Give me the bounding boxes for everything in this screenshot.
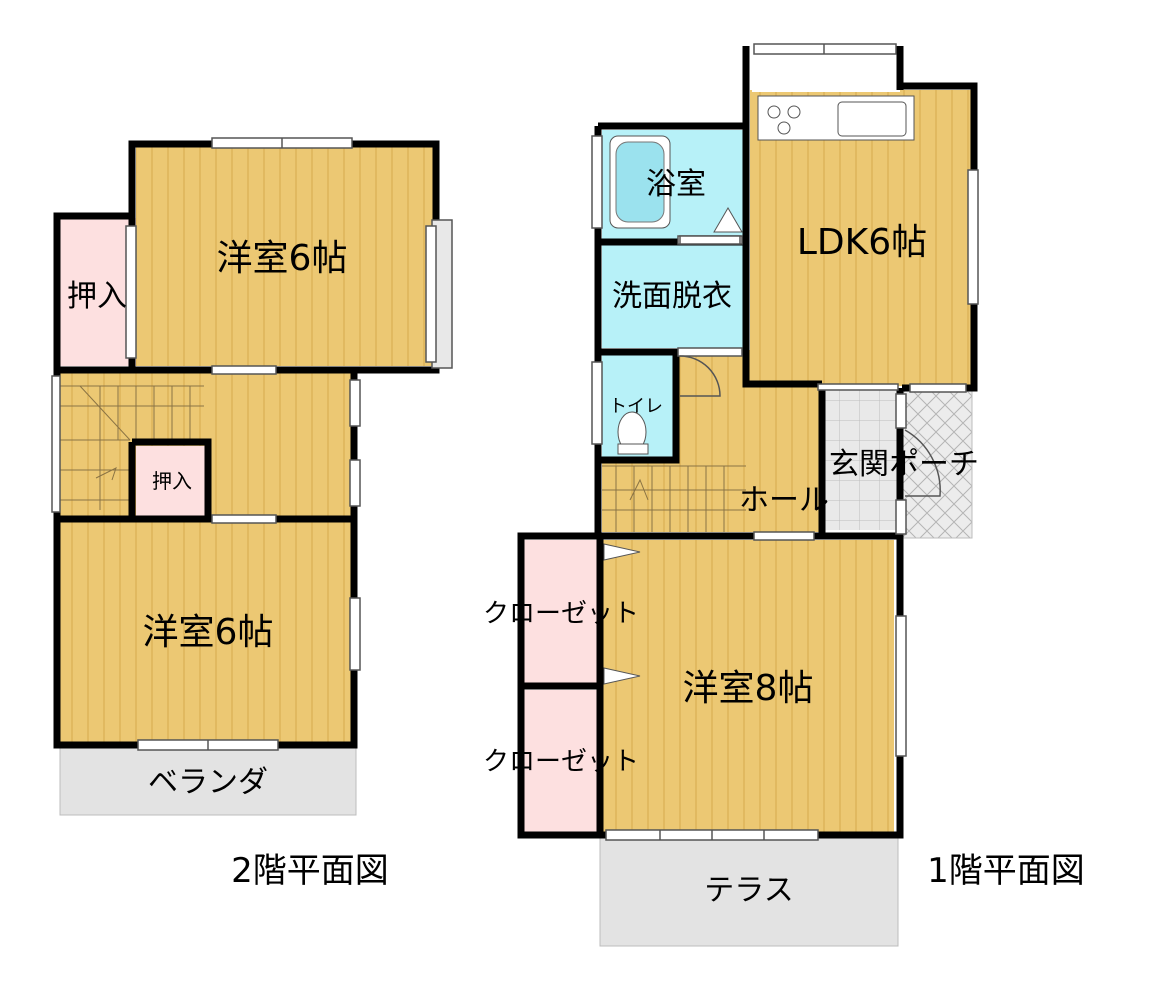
stairs-lower [602, 465, 746, 532]
stairs-upper [60, 385, 204, 510]
entrance-door-swing [904, 429, 941, 497]
sink-icon [837, 101, 907, 137]
bedroom-8-floor [602, 540, 894, 832]
room-label-closet-small: 押入 [152, 469, 192, 493]
room-label-balcony: ベランダ [148, 765, 268, 800]
room-label-bath: 浴室 [646, 167, 706, 202]
windows-1f [591, 43, 979, 841]
room-label-bedroom-top: 洋室6帖 [217, 238, 348, 279]
closet-2-floor [524, 690, 600, 832]
caption-floor2: 2階平面図 [231, 851, 389, 891]
windows-2f [51, 137, 453, 751]
room-label-closet-1: クローゼット [483, 599, 639, 629]
toilet-tank [617, 443, 649, 455]
room-label-entrance: 玄関ポーチ [829, 447, 979, 482]
stairs-lower-floor [602, 462, 750, 532]
stove-burner-icon [787, 105, 801, 119]
closet-left-floor [58, 218, 136, 366]
second-floor: 洋室6帖 押入 押入 洋室6帖 ベランダ 2階平面図 [51, 137, 453, 891]
room-label-terrace: テラス [704, 873, 793, 908]
room-label-closet-2: クローゼット [483, 747, 639, 777]
closet-door-marker [603, 543, 641, 561]
entrance-tile [822, 390, 900, 530]
room-label-closet-left: 押入 [67, 279, 127, 314]
balcony-area [59, 744, 357, 816]
bathtub-inner [615, 141, 665, 223]
room-label-bedroom-8: 洋室8帖 [683, 668, 814, 709]
first-floor: 浴室 洗面脱衣 トイレ LDK6帖 玄関ポーチ ホール クローゼット クローゼッ… [483, 43, 1085, 947]
hall-door-swing [679, 355, 721, 397]
bedroom-top-floor [136, 146, 433, 366]
bath-door-marker [713, 207, 743, 233]
bedroom-bottom-floor [60, 522, 354, 742]
stove-burner-icon [767, 105, 781, 119]
terrace-area [599, 833, 899, 947]
washroom-floor [602, 244, 744, 348]
closet-1-floor [524, 540, 600, 684]
room-label-bedroom-bottom: 洋室6帖 [143, 612, 274, 653]
room-label-toilet: トイレ [609, 396, 663, 417]
room-label-washroom: 洗面脱衣 [612, 279, 732, 314]
stove-burner-icon [777, 121, 791, 135]
room-label-hall: ホール [739, 483, 829, 518]
room-label-ldk: LDK6帖 [797, 222, 927, 263]
ldk-alcove [752, 52, 900, 92]
closet-door-marker [603, 667, 641, 685]
caption-floor1: 1階平面図 [927, 851, 1085, 891]
porch-outside [899, 389, 973, 539]
closet-small-floor [136, 446, 208, 516]
